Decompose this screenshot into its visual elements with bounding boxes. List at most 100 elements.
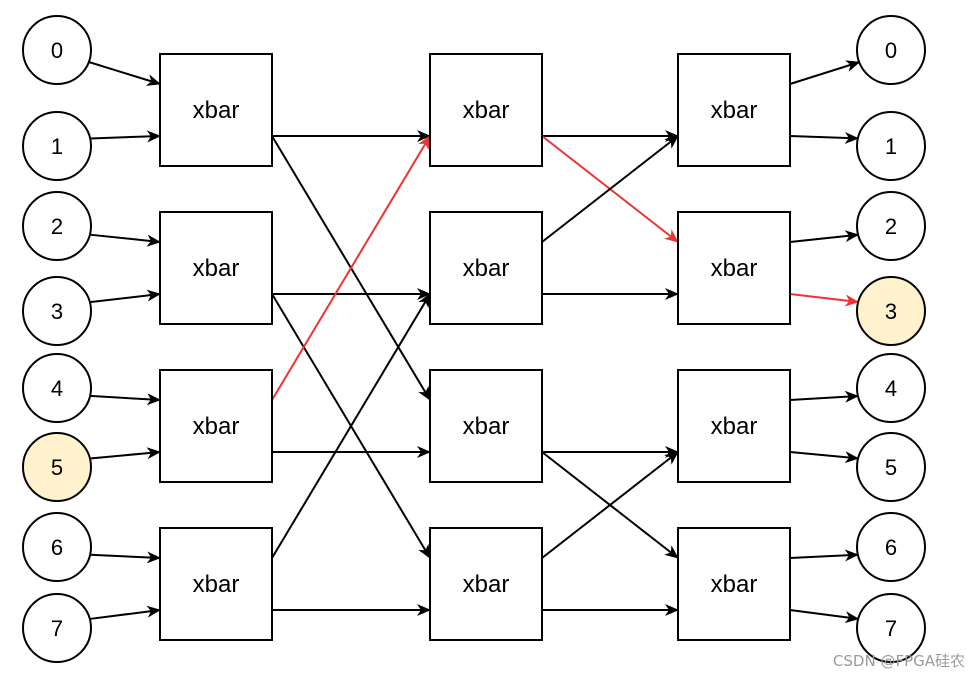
edge-s1-3-to-s2-2: [541, 451, 679, 559]
xbar-switch-stage2-2: xbar: [429, 211, 543, 325]
xbar-switch-stage1-1: xbar: [159, 53, 273, 167]
input-node-label: 2: [51, 214, 63, 239]
xbar-label: xbar: [193, 97, 240, 124]
edge-s2-3-to-out-6: [789, 549, 859, 562]
xbar-box: [677, 211, 791, 325]
xbar-label: xbar: [193, 413, 240, 440]
highlighted-edge-s0-2-to-s1-0: [271, 135, 431, 401]
xbar-box: [677, 53, 791, 167]
output-node-0: 0: [856, 15, 926, 85]
xbar-box: [159, 369, 273, 483]
output-node-2: 2: [856, 191, 926, 261]
xbar-box: [159, 211, 273, 325]
edge-s1-1-to-s2-0: [541, 135, 679, 243]
edge-s2-2-to-out-5: [789, 451, 860, 464]
edge-s0-3-to-s1-1: [271, 293, 431, 559]
output-node-7: 7: [856, 593, 926, 663]
input-node-circle: [22, 111, 92, 181]
output-node-circle: [856, 353, 926, 423]
edge-in-6-to-s0-3: [90, 551, 161, 564]
nodes-layer: 0 1 2 3 4 5 6 7 0 1 2 3 4 5 6 7 xbar xbar xbar xbar xbar xbar…: [22, 15, 926, 663]
input-node-7: 7: [22, 593, 92, 663]
output-node-label: 2: [885, 214, 897, 239]
xbar-label: xbar: [463, 255, 510, 282]
xbar-switch-stage1-2: xbar: [159, 211, 273, 325]
input-node-4: 4: [22, 353, 92, 423]
xbar-switch-stage3-1: xbar: [677, 53, 791, 167]
edge-s2-0-to-out-1: [789, 131, 859, 144]
edge-in-1-to-s0-0: [90, 130, 161, 143]
input-node-label: 3: [51, 299, 63, 324]
xbar-box: [159, 527, 273, 641]
xbar-switch-stage2-4: xbar: [429, 527, 543, 641]
output-node-5: 5: [856, 432, 926, 502]
input-node-circle: [22, 353, 92, 423]
xbar-box: [429, 527, 543, 641]
xbar-label: xbar: [711, 413, 758, 440]
input-node-label: 6: [51, 535, 63, 560]
edge-s2-0-to-out-0: [789, 60, 861, 85]
output-node-3: 3: [856, 276, 926, 346]
input-node-circle: [22, 15, 92, 85]
edge-s2-2-to-out-4: [789, 390, 859, 403]
input-node-circle: [22, 432, 92, 502]
xbar-switch-stage2-3: xbar: [429, 369, 543, 483]
output-node-circle: [856, 593, 926, 663]
input-node-label: 5: [51, 455, 63, 480]
watermark-text: CSDN @FPGA硅农: [832, 652, 965, 670]
xbar-label: xbar: [463, 97, 510, 124]
xbar-box: [677, 369, 791, 483]
xbar-box: [429, 53, 543, 167]
edge-s2-1-to-out-2: [789, 230, 860, 243]
input-node-3: 3: [22, 276, 92, 346]
output-node-label: 5: [885, 455, 897, 480]
edge-in-7-to-s0-3: [89, 605, 161, 620]
input-node-5: 5: [22, 432, 92, 502]
xbar-switch-stage3-4: xbar: [677, 527, 791, 641]
input-node-label: 1: [51, 134, 63, 159]
edge-s2-3-to-out-7: [789, 609, 860, 624]
xbar-box: [429, 211, 543, 325]
xbar-label: xbar: [193, 571, 240, 598]
highlighted-edge-s2-1-to-out-3: [789, 293, 860, 307]
output-node-label: 3: [885, 299, 897, 324]
edge-in-4-to-s0-2: [90, 393, 161, 406]
output-node-label: 0: [885, 38, 897, 63]
output-node-4: 4: [856, 353, 926, 423]
xbar-label: xbar: [193, 255, 240, 282]
input-node-2: 2: [22, 191, 92, 261]
input-node-circle: [22, 276, 92, 346]
xbar-switch-stage1-3: xbar: [159, 369, 273, 483]
output-node-6: 6: [856, 512, 926, 582]
output-node-label: 6: [885, 535, 897, 560]
edge-in-0-to-s0-0: [88, 61, 161, 86]
input-node-circle: [22, 191, 92, 261]
output-node-label: 7: [885, 616, 897, 641]
xbar-label: xbar: [711, 255, 758, 282]
input-node-label: 7: [51, 616, 63, 641]
xbar-switch-stage3-2: xbar: [677, 211, 791, 325]
xbar-switch-stage1-4: xbar: [159, 527, 273, 641]
xbar-box: [677, 527, 791, 641]
output-node-label: 4: [885, 376, 897, 401]
output-node-circle: [856, 111, 926, 181]
xbar-switch-stage2-1: xbar: [429, 53, 543, 167]
output-node-1: 1: [856, 111, 926, 181]
output-node-circle: [856, 276, 926, 346]
input-node-0: 0: [22, 15, 92, 85]
output-node-circle: [856, 432, 926, 502]
edge-in-3-to-s0-1: [89, 289, 161, 304]
edges-layer: [88, 60, 861, 624]
xbar-label: xbar: [463, 413, 510, 440]
output-node-circle: [856, 15, 926, 85]
edge-in-5-to-s0-2: [89, 447, 161, 460]
output-node-circle: [856, 191, 926, 261]
xbar-label: xbar: [711, 97, 758, 124]
edge-in-2-to-s0-1: [89, 233, 161, 247]
xbar-box: [429, 369, 543, 483]
xbar-switch-stage3-3: xbar: [677, 369, 791, 483]
output-node-circle: [856, 512, 926, 582]
input-node-label: 0: [51, 38, 63, 63]
input-node-circle: [22, 512, 92, 582]
